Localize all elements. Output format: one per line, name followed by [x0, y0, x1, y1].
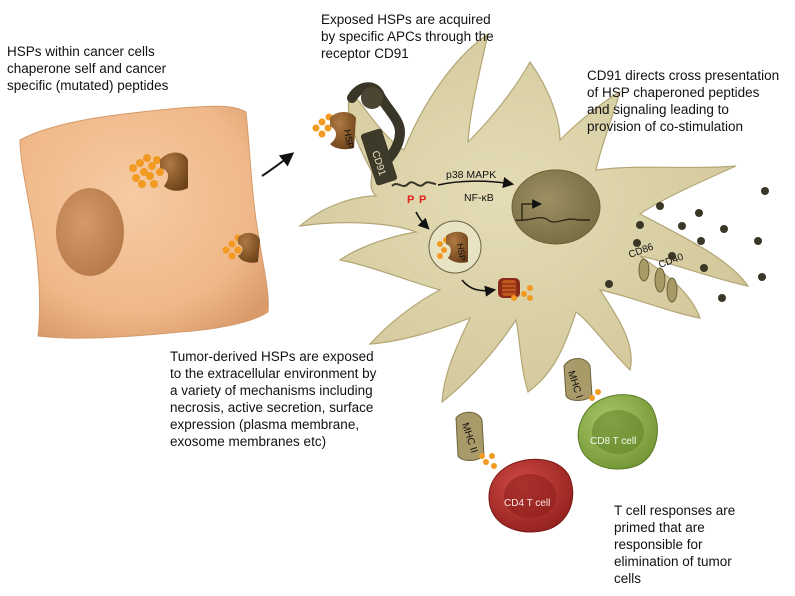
caption-t-cell-responses: T cell responses are primed that are res… [614, 502, 735, 587]
caption-line: to the extracellular environment by [170, 366, 377, 381]
hsp-protein-icon [238, 232, 260, 263]
phospho-label: P [407, 194, 414, 206]
dendritic-cell-nucleus [511, 169, 601, 245]
transcription-start-arrow [521, 199, 542, 220]
hsp-endosome-label: HSP [455, 243, 468, 262]
caption-line: Tumor-derived HSPs are exposed [170, 349, 374, 364]
hsp-protein-icon [160, 152, 188, 191]
caption-line: primed that are [614, 520, 705, 535]
caption-line: and signaling leading to [587, 102, 729, 117]
cd91-receptor [347, 82, 406, 186]
p38-label: p38 MAPK [446, 169, 496, 181]
caption-line: elimination of tumor [614, 554, 732, 569]
peptide-fragments [511, 285, 533, 301]
cd8-t-cell-nucleus [592, 410, 644, 454]
caption-line: chaperone self and cancer [7, 61, 167, 76]
peptide-cluster [129, 154, 164, 188]
cd4-label: CD4 T cell [504, 498, 550, 509]
caption-line: necrosis, active secretion, surface [170, 400, 374, 415]
cytokine-particles [605, 187, 769, 302]
peptide-cluster [479, 453, 497, 469]
caption-line: Exposed HSPs are acquired [321, 12, 491, 27]
cd4-t-cell-nucleus [504, 474, 556, 518]
caption-line: CD91 directs cross presentation [587, 68, 780, 83]
processing-arrow [461, 279, 497, 297]
caption-line: responsible for [614, 537, 703, 552]
caption-line: specific (mutated) peptides [7, 78, 169, 93]
internalization-arrow [415, 211, 430, 230]
cd8-label: CD8 T cell [590, 436, 636, 447]
caption-line: T cell responses are [614, 503, 736, 518]
phospho-label: P [419, 194, 426, 206]
caption-line: a variety of mechanisms including [170, 383, 373, 398]
nfkb-label: NF-κB [464, 192, 494, 204]
cytoplasmic-tail [391, 181, 437, 187]
caption-line: of HSP chaperoned peptides [587, 85, 760, 100]
transfer-arrow [261, 152, 295, 177]
cd40-molecule [654, 267, 678, 303]
cancer-cell [19, 105, 269, 339]
caption-line: HSPs within cancer cells [7, 44, 155, 59]
cancer-cell-nucleus [56, 188, 124, 276]
hsp-protein-icon [446, 231, 468, 263]
hsp-protein-icon [330, 112, 356, 150]
cd86-molecule [638, 258, 650, 282]
caption-line: expression (plasma membrane, [170, 417, 360, 432]
caption-exposed-acquired: Exposed HSPs are acquired by specific AP… [321, 11, 494, 62]
hsp-label: HSP [341, 129, 355, 150]
caption-line: provision of co-stimulation [587, 119, 744, 134]
signaling-arrow [437, 177, 515, 189]
caption-hsps-within: HSPs within cancer cells chaperone self … [7, 43, 168, 94]
caption-line: cells [614, 571, 642, 586]
caption-line: exosome membranes etc) [170, 434, 327, 449]
caption-tumor-derived: Tumor-derived HSPs are exposed to the ex… [170, 348, 376, 450]
proteasome-icon [498, 278, 520, 298]
caption-line: by specific APCs through the [321, 29, 494, 44]
peptide-cluster [312, 113, 333, 138]
caption-line: receptor CD91 [321, 46, 409, 61]
gene-transcription-icon [515, 217, 590, 223]
caption-cd91-directs: CD91 directs cross presentation of HSP c… [587, 67, 779, 135]
peptide-cluster [437, 237, 449, 259]
